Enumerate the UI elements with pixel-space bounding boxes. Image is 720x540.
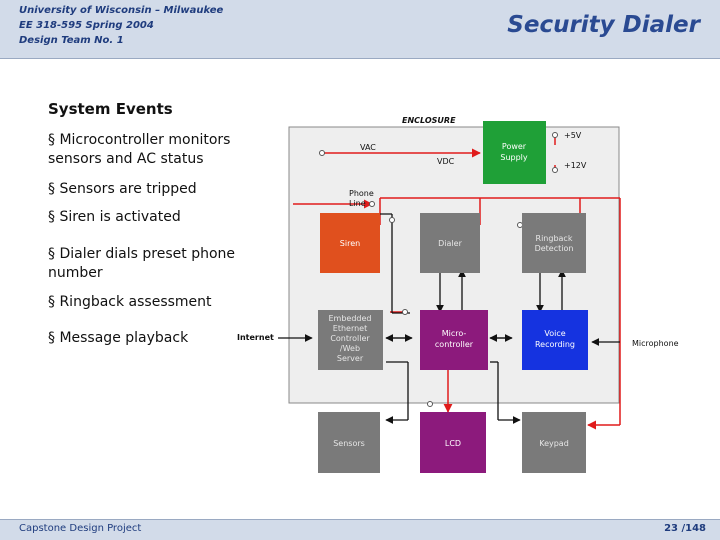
ringback-block: Ringback Detection bbox=[522, 213, 586, 273]
phone-line-label-2: Line bbox=[349, 199, 366, 208]
header-bar: University of Wisconsin – Milwaukee EE 3… bbox=[0, 0, 720, 59]
sensors-block: Sensors bbox=[318, 412, 380, 473]
ringback-label-1: Ringback bbox=[536, 234, 573, 243]
plus12v-label: +12V bbox=[564, 161, 587, 170]
voice-recording-block: Voice Recording bbox=[522, 310, 588, 370]
bullet-item: § Microcontroller monitors sensors and A… bbox=[48, 132, 231, 167]
course-name: EE 318-595 Spring 2004 bbox=[19, 20, 154, 31]
lcd-block: LCD bbox=[420, 412, 486, 473]
microphone-label: Microphone bbox=[632, 339, 679, 348]
ringback-label-2: Detection bbox=[535, 244, 574, 253]
ethernet-label-1: Embedded bbox=[328, 314, 371, 323]
bullet-item: § Message playback bbox=[48, 330, 189, 346]
ethernet-label-5: Server bbox=[337, 354, 364, 363]
page-number: 23 /148 bbox=[664, 523, 706, 534]
ethernet-label-4: /Web bbox=[340, 344, 360, 353]
phone-line-label-1: Phone bbox=[349, 189, 374, 198]
university-name: University of Wisconsin – Milwaukee bbox=[19, 5, 224, 16]
siren-block: Siren bbox=[320, 213, 380, 273]
enclosure-label: ENCLOSURE bbox=[402, 116, 456, 125]
power-supply-label-2: Supply bbox=[500, 153, 528, 162]
keypad-block: Keypad bbox=[522, 412, 586, 473]
section-heading: System Events bbox=[48, 100, 173, 118]
microcontroller-label-2: controller bbox=[435, 340, 474, 349]
vac-label: VAC bbox=[360, 143, 376, 152]
power-wiring bbox=[293, 135, 621, 430]
voice-recording-label-2: Recording bbox=[535, 340, 575, 349]
sensors-label: Sensors bbox=[333, 439, 365, 448]
connection-dots bbox=[319, 132, 558, 407]
dialer-label: Dialer bbox=[438, 239, 462, 248]
siren-label: Siren bbox=[340, 239, 360, 248]
keypad-label: Keypad bbox=[539, 439, 569, 448]
lcd-label: LCD bbox=[445, 439, 461, 448]
voice-recording-label-1: Voice bbox=[544, 329, 565, 338]
power-supply-block: Power Supply bbox=[483, 121, 546, 184]
bullet-item: § Dialer dials preset phone number bbox=[48, 246, 236, 281]
microcontroller-label-1: Micro- bbox=[442, 329, 467, 338]
internet-label: Internet bbox=[237, 333, 274, 342]
ethernet-label-3: Controller bbox=[330, 334, 370, 343]
slide-title: Security Dialer bbox=[507, 12, 700, 38]
ethernet-block: Embedded Ethernet Controller /Web Server bbox=[318, 310, 383, 370]
bullet-item: § Ringback assessment bbox=[48, 294, 212, 310]
microcontroller-block: Micro- controller bbox=[420, 310, 488, 370]
bullet-item: § Siren is activated bbox=[48, 209, 181, 225]
vdc-label: VDC bbox=[437, 157, 455, 166]
bullet-item: § Sensors are tripped bbox=[48, 181, 197, 197]
ethernet-label-2: Ethernet bbox=[333, 324, 367, 333]
team-name: Design Team No. 1 bbox=[19, 35, 124, 46]
plus5v-label: +5V bbox=[564, 131, 582, 140]
dialer-block: Dialer bbox=[420, 213, 480, 273]
footer-bar: Capstone Design Project 23 /148 bbox=[0, 519, 720, 540]
power-supply-label-1: Power bbox=[502, 142, 527, 151]
footer-project: Capstone Design Project bbox=[19, 523, 142, 534]
